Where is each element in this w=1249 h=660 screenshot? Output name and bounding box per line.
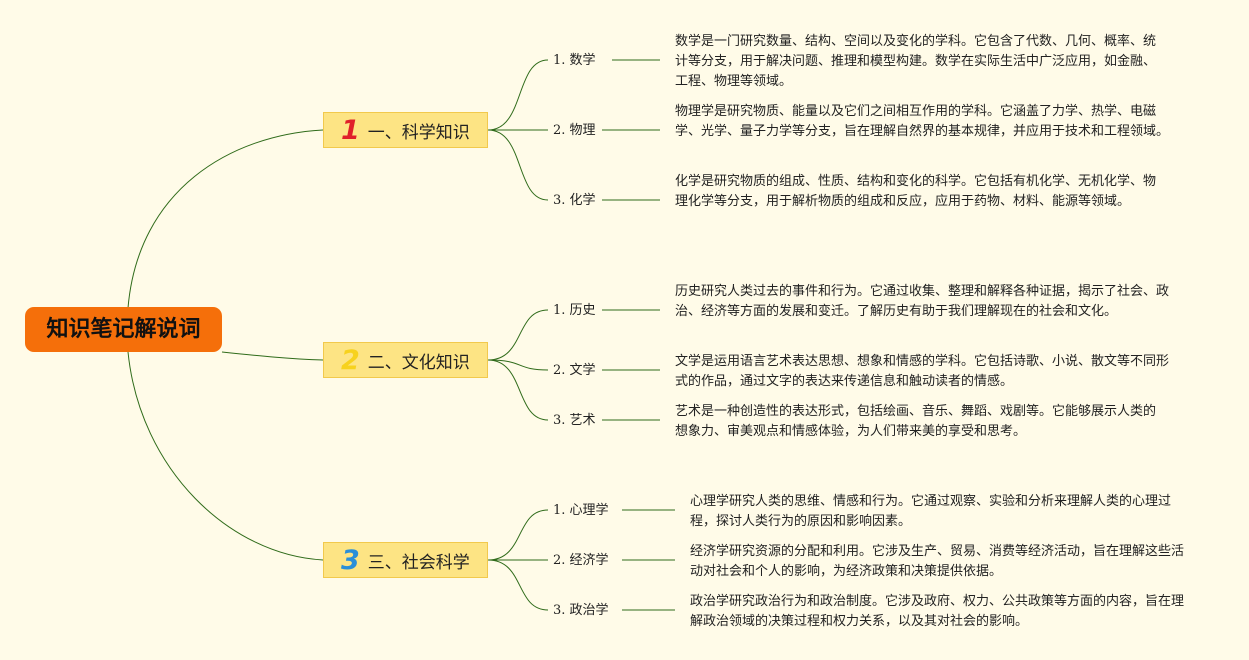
- number-2-icon: 2: [341, 344, 360, 376]
- branch-3-to-topic-1-line: [487, 509, 549, 561]
- branch-label: 一、科学知识: [367, 122, 470, 143]
- note-chemistry: 化学是研究物质的组成、性质、结构和变化的科学。它包括有机化学、无机化学、物理化学…: [675, 174, 1157, 209]
- branch-2-to-topic-2-line: [487, 359, 549, 371]
- number-1-icon: 1: [341, 114, 360, 146]
- branch-label: 二、文化知识: [367, 352, 470, 373]
- topic-node-chemistry[interactable]: 3. 化学: [553, 193, 596, 208]
- root-to-branch-1-line: [127, 129, 324, 309]
- topic-node-economics[interactable]: 2. 经济学: [553, 553, 609, 568]
- note-physics: 物理学是研究物质、能量以及它们之间相互作用的学科。它涵盖了力学、热学、电磁学、光…: [675, 104, 1170, 139]
- note-math: 数学是一门研究数量、结构、空间以及变化的学科。它包含了代数、几何、概率、统计等分…: [675, 34, 1157, 89]
- note-history: 历史研究人类过去的事件和行为。它通过收集、整理和解释各种证据，揭示了社会、政治、…: [675, 284, 1170, 319]
- branch-1-to-topic-3-line: [487, 129, 549, 201]
- branch-2-to-topic-3-line: [487, 359, 549, 421]
- branch-1-to-topic-1-line: [487, 59, 549, 131]
- branch-node-science[interactable]: 1 一、科学知识: [323, 112, 488, 148]
- branch-2-to-topic-1-line: [487, 309, 549, 361]
- topic-node-history[interactable]: 1. 历史: [553, 303, 596, 318]
- topic-node-literature[interactable]: 2. 文学: [553, 363, 596, 378]
- branch-label: 三、社会科学: [367, 552, 470, 573]
- topic-node-math[interactable]: 1. 数学: [553, 53, 596, 68]
- note-literature: 文学是运用语言艺术表达思想、想象和情感的学科。它包括诗歌、小说、散文等不同形式的…: [675, 354, 1170, 389]
- note-economics: 经济学研究资源的分配和利用。它涉及生产、贸易、消费等经济活动，旨在理解这些活动对…: [690, 544, 1185, 579]
- topic-node-art[interactable]: 3. 艺术: [553, 413, 596, 428]
- topic-node-psychology[interactable]: 1. 心理学: [553, 503, 609, 518]
- branch-node-social-science[interactable]: 3 三、社会科学: [323, 542, 488, 578]
- root-to-branch-3-line: [127, 351, 324, 561]
- topic-node-physics[interactable]: 2. 物理: [553, 123, 596, 138]
- branch-3-to-topic-3-line: [487, 559, 549, 611]
- note-psychology: 心理学研究人类的思维、情感和行为。它通过观察、实验和分析来理解人类的心理过程，探…: [690, 494, 1172, 529]
- note-art: 艺术是一种创造性的表达形式，包括绘画、音乐、舞蹈、戏剧等。它能够展示人类的想象力…: [675, 404, 1157, 439]
- root-label: 知识笔记解说词: [46, 317, 201, 342]
- note-politics: 政治学研究政治行为和政治制度。它涉及政府、权力、公共政策等方面的内容，旨在理解政…: [690, 594, 1185, 629]
- branch-node-culture[interactable]: 2 二、文化知识: [323, 342, 488, 378]
- number-3-icon: 3: [341, 544, 360, 576]
- root-to-branch-2-line: [221, 351, 324, 361]
- topic-node-politics[interactable]: 3. 政治学: [553, 603, 609, 618]
- root-node[interactable]: 知识笔记解说词: [25, 307, 222, 352]
